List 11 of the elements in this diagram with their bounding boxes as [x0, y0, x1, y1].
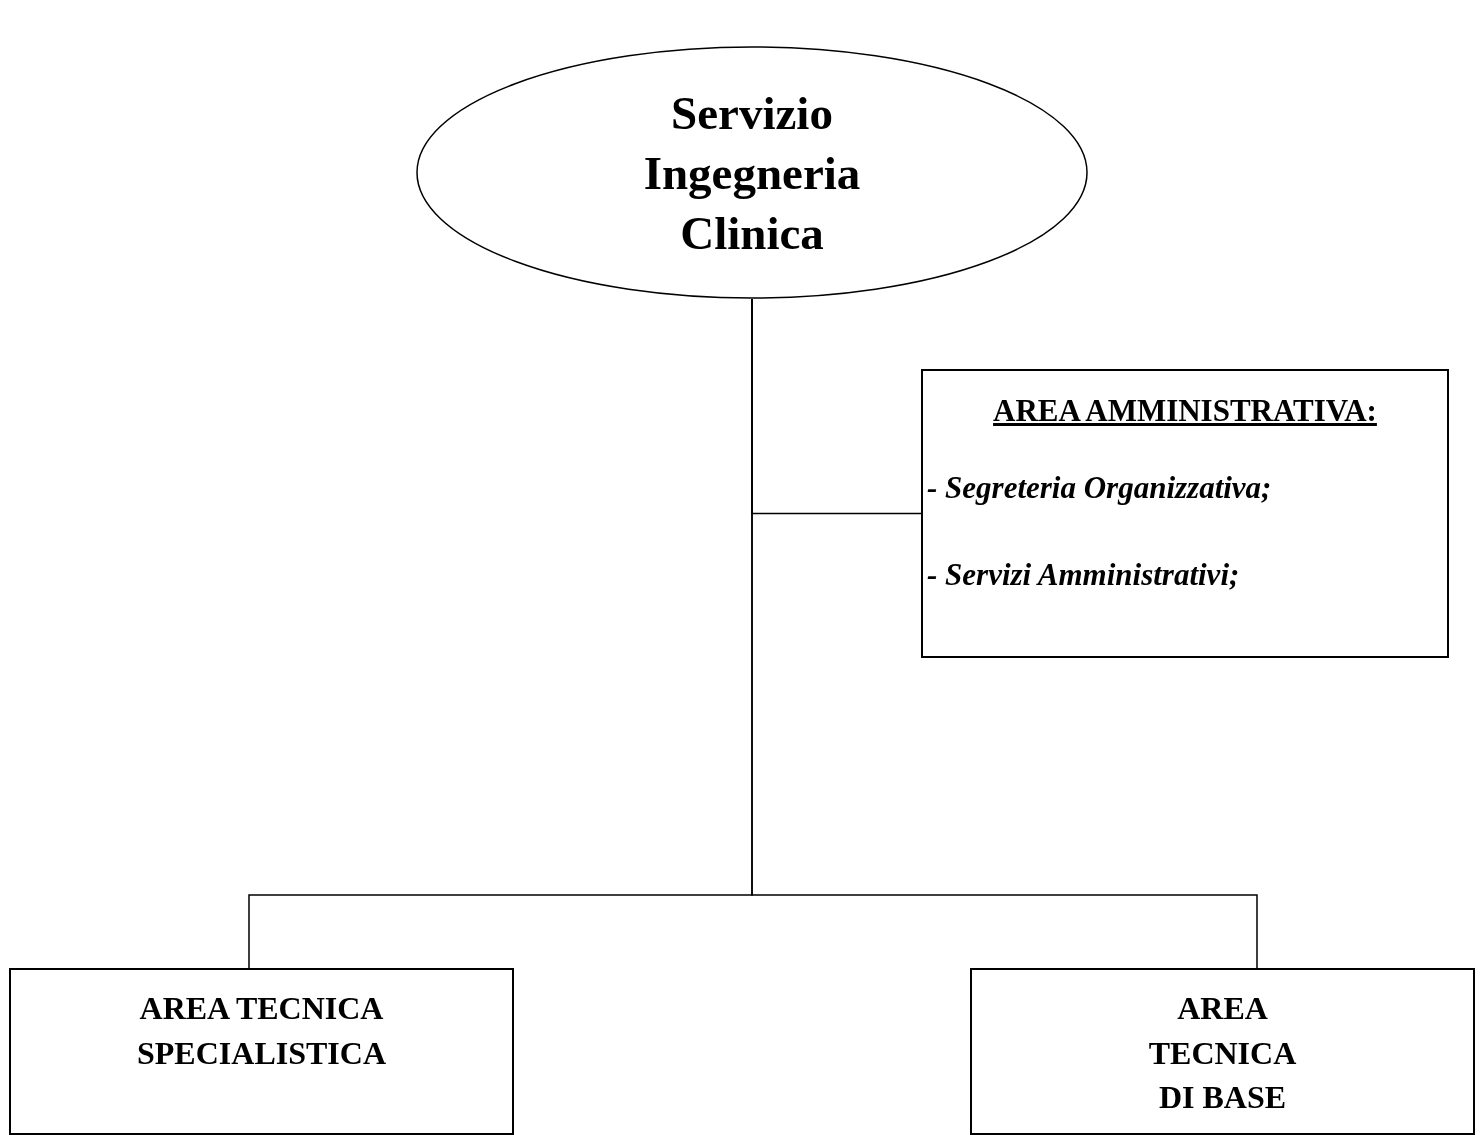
list-item: - Segreteria Organizzativa;: [927, 469, 1272, 507]
area-title: AREA TECNICA SPECIALISTICA: [137, 989, 386, 1073]
title-text: Servizio Ingegneria Clinica: [643, 85, 861, 261]
area-title: AREA TECNICA DI BASE: [1147, 989, 1298, 1117]
ellipse-node: [416, 46, 1088, 299]
area-box: [9, 968, 514, 1135]
connector-line: [751, 298, 1258, 969]
area-box: [970, 968, 1475, 1135]
info-box: [921, 369, 1449, 658]
list-item: - Servizi Amministrativi;: [927, 556, 1240, 594]
section-heading: AREA AMMINISTRATIVA:: [993, 392, 1377, 430]
